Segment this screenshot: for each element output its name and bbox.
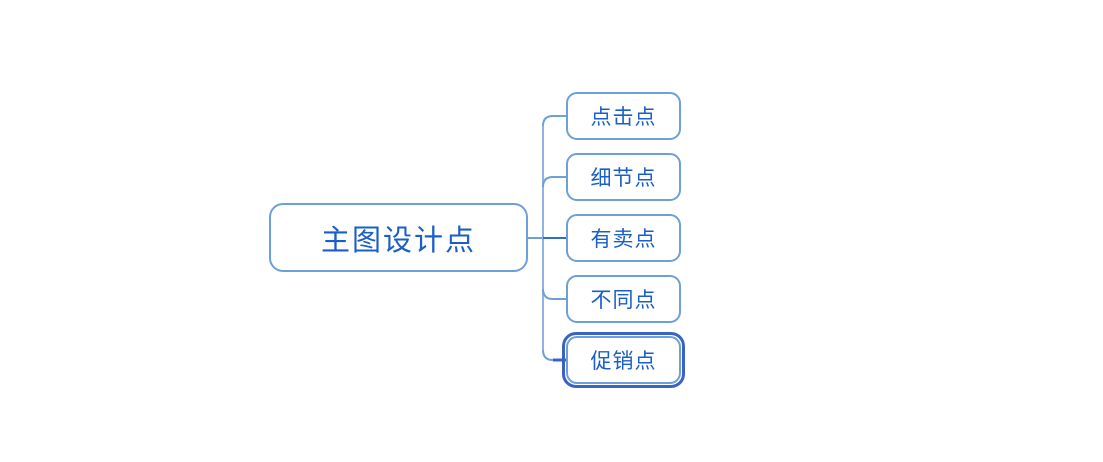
mindmap-node-5[interactable]: 促销点 [566,336,681,384]
mindmap-node-2[interactable]: 细节点 [566,153,681,201]
mindmap-node-4-label: 不同点 [590,289,657,312]
mindmap-root-label: 主图设计点 [320,224,476,257]
mindmap-node-1[interactable]: 点击点 [566,92,681,140]
mindmap-node-5-label: 促销点 [590,350,657,373]
selection-highlight [562,332,685,388]
mindmap-root-node[interactable]: 主图设计点 [269,203,528,272]
mindmap-node-4[interactable]: 不同点 [566,275,681,323]
mindmap-node-3[interactable]: 有卖点 [566,214,681,262]
connector-child-3 [542,288,566,300]
connector-child-0 [542,115,566,127]
connector-child-1 [542,176,566,188]
mindmap-node-3-label: 有卖点 [590,228,657,251]
mindmap-node-1-label: 点击点 [590,106,657,129]
mindmap-node-2-label: 细节点 [590,167,657,190]
